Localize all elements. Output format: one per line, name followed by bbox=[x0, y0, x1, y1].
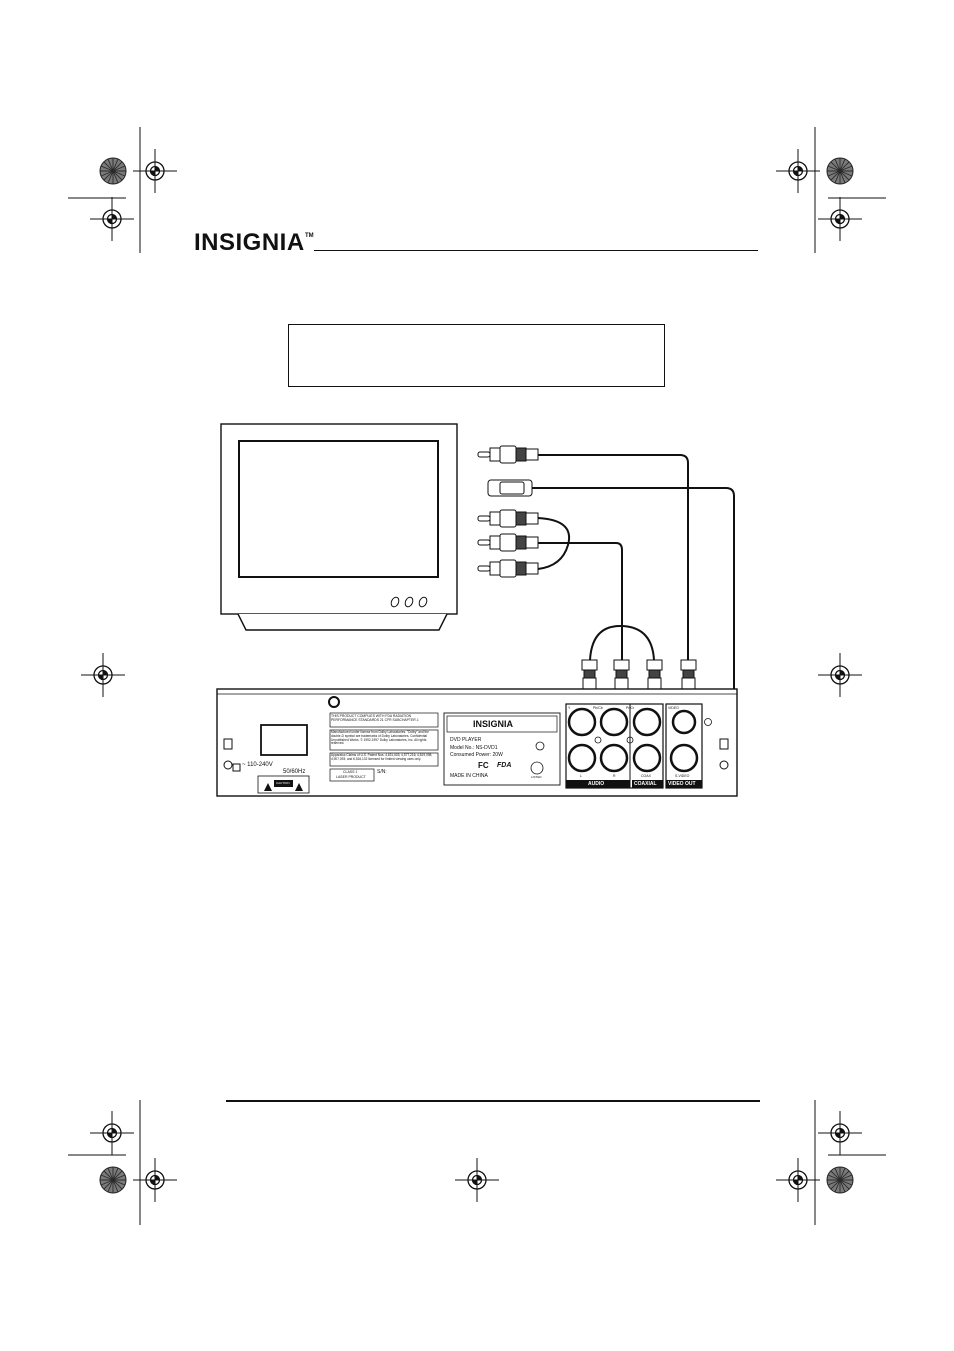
brand-logo: INSIGNIA bbox=[194, 229, 305, 256]
laser-product-label: LASER PRODUCT bbox=[336, 775, 366, 779]
jack-svideo-label: S-VIDEO bbox=[675, 774, 690, 778]
jack-video-label: VIDEO bbox=[668, 706, 679, 710]
compliance-text: THIS PRODUCT COMPLIES WITH FDA RADIATION… bbox=[331, 714, 420, 722]
jack-pr-label: Pr/Cr bbox=[626, 706, 635, 710]
note-box bbox=[288, 324, 665, 387]
fda-mark: FDA bbox=[497, 762, 512, 769]
audio-section-label: AUDIO bbox=[588, 780, 605, 787]
label-brand: INSIGNIA bbox=[473, 719, 514, 729]
frequency-label: 50/60Hz bbox=[283, 769, 306, 775]
trademark-mark: TM bbox=[305, 233, 314, 239]
jack-y-label: Y bbox=[568, 706, 571, 710]
jack-l-label: L bbox=[580, 774, 582, 778]
listed-mark: LISTED bbox=[531, 775, 542, 779]
jack-r-label: R bbox=[613, 774, 616, 778]
power-label: Consumed Power: 20W bbox=[450, 752, 503, 758]
jack-pb-label: Pb/Cb bbox=[593, 706, 603, 710]
dolby-text: Manufactured under license from Dolby La… bbox=[331, 730, 429, 746]
product-label: DVD PLAYER bbox=[450, 737, 482, 743]
jack-coax-label: COAX bbox=[641, 774, 651, 778]
tv-side-plugs bbox=[477, 445, 539, 578]
voltage-label: ~ 110-240V bbox=[242, 762, 273, 768]
fcc-mark: FC bbox=[478, 761, 489, 770]
dvd-rear-panel bbox=[216, 688, 738, 797]
model-label: Model No.: NS-DVD1 bbox=[450, 745, 498, 751]
laser-class-label: CLASS 1 bbox=[343, 770, 358, 774]
caution-label: CAUTION bbox=[276, 781, 290, 785]
footer-rule bbox=[226, 1100, 760, 1102]
patent-text: Apparatus Claims of U.S. Patent Nos. 4,6… bbox=[331, 753, 433, 761]
videoout-section-label: VIDEO OUT bbox=[668, 780, 696, 787]
origin-label: MADE IN CHINA bbox=[450, 773, 488, 779]
tv-illustration bbox=[220, 423, 458, 631]
serial-label: S/N: bbox=[377, 769, 387, 775]
coaxial-section-label: COAXIAL bbox=[634, 780, 657, 787]
header-rule bbox=[314, 250, 758, 251]
